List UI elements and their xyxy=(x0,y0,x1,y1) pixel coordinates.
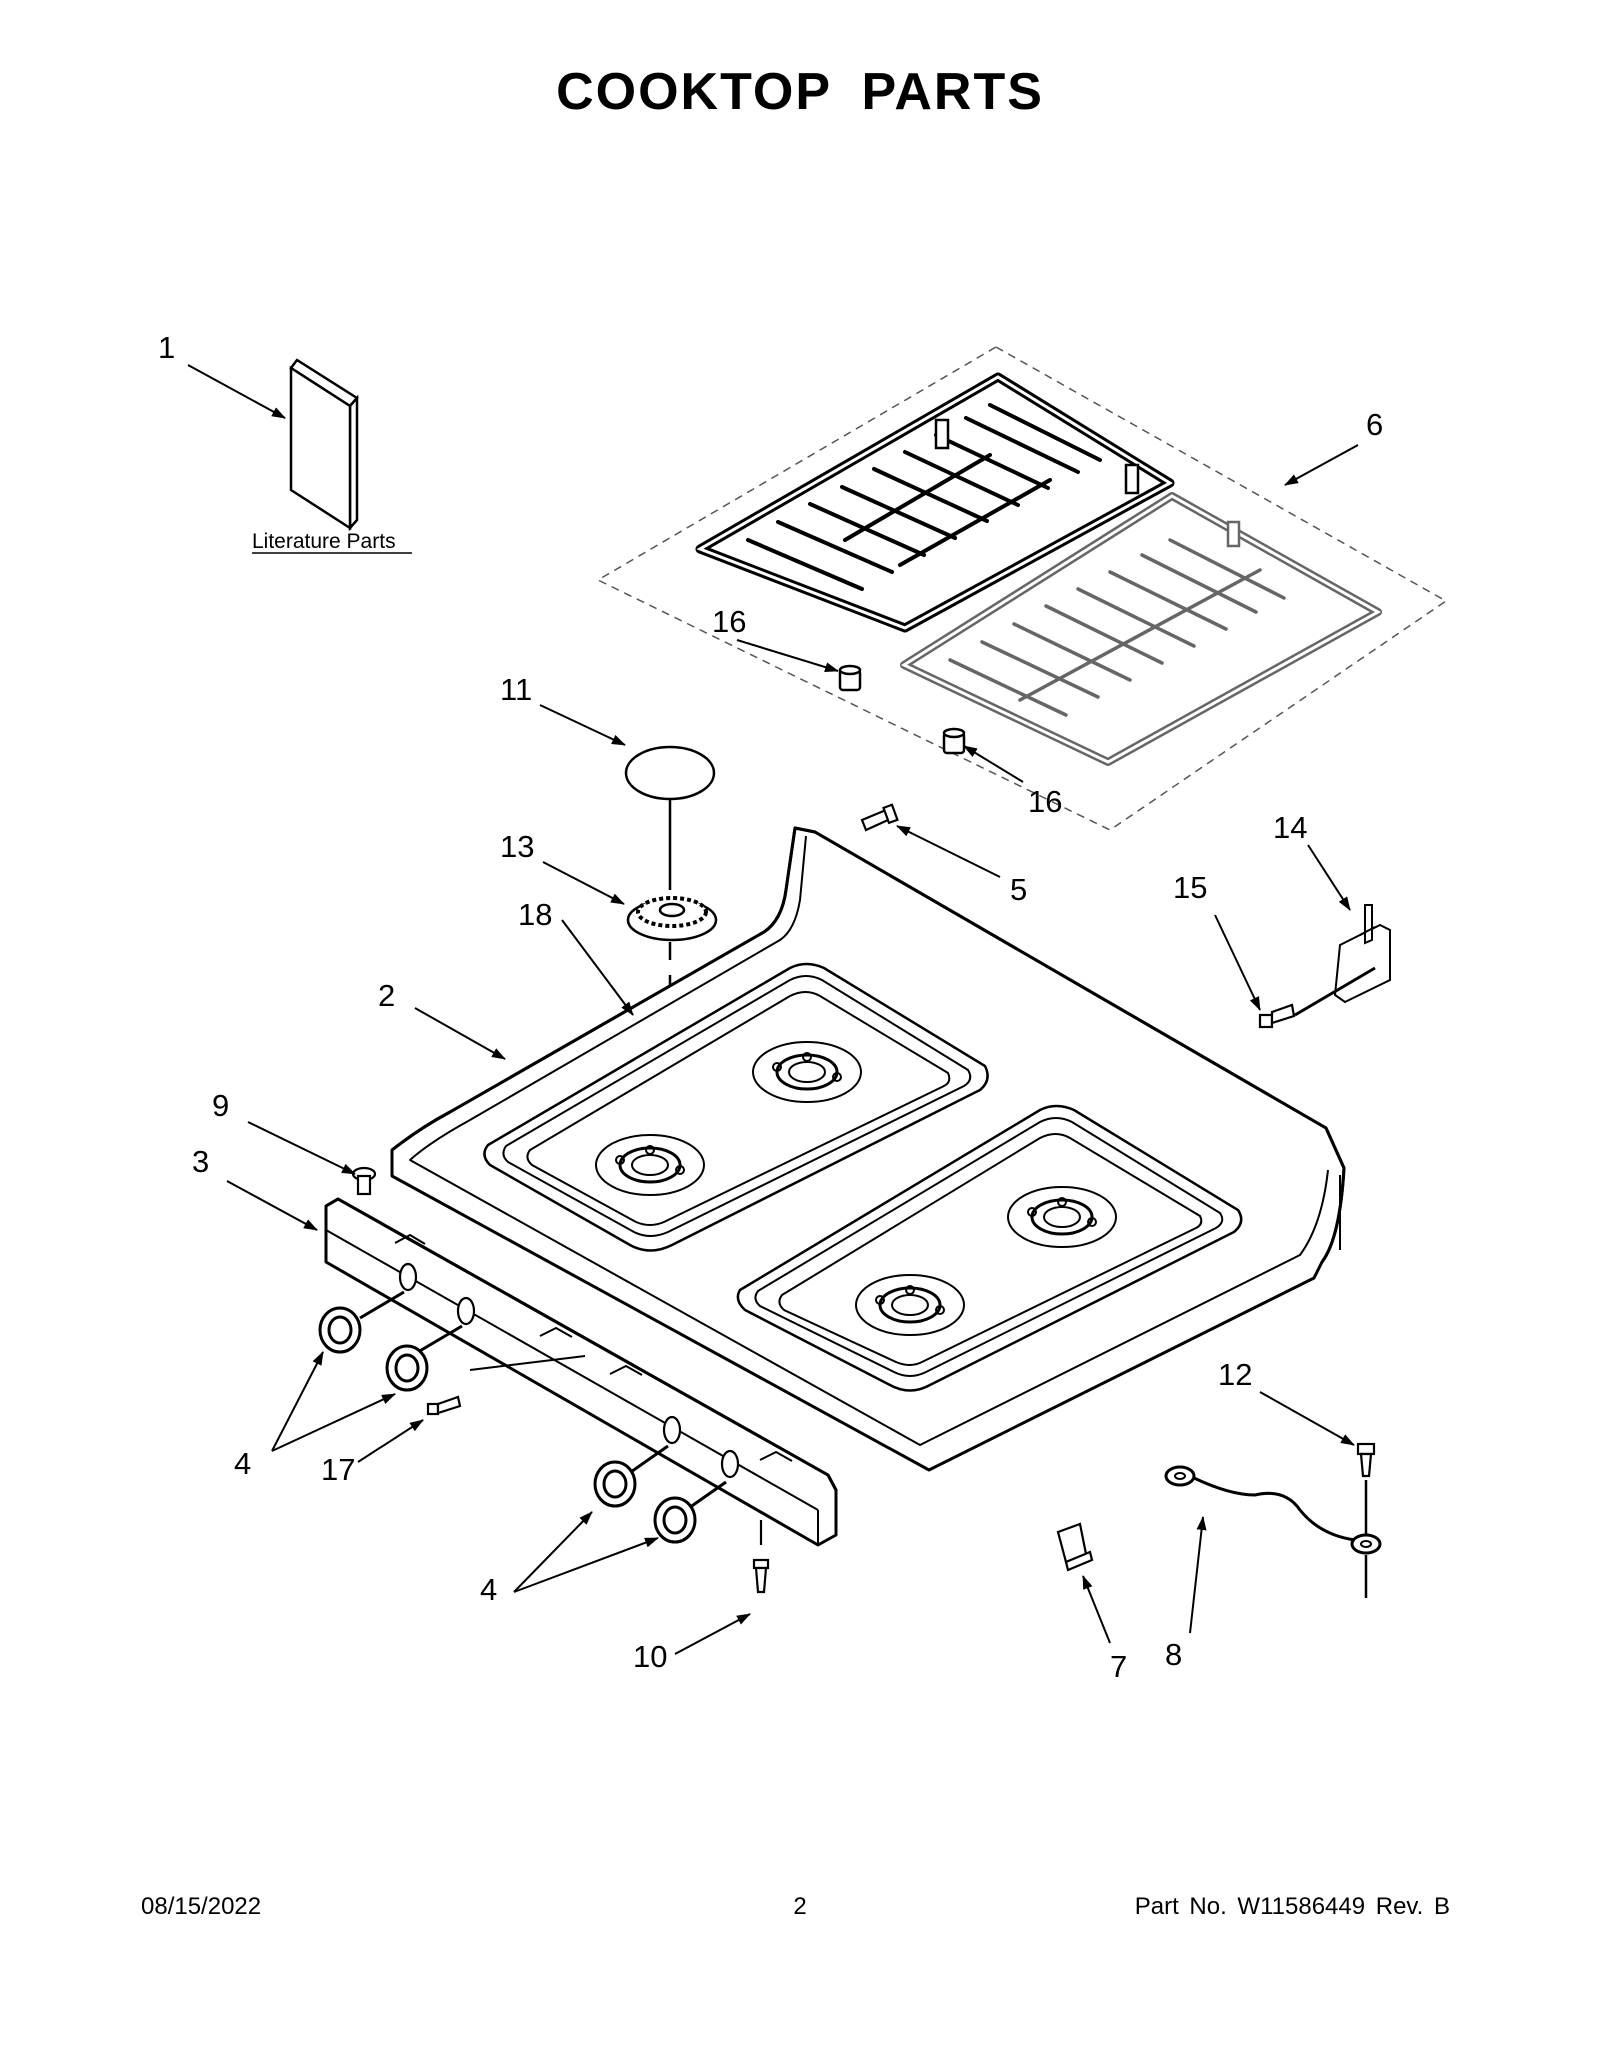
panel-screw-10 xyxy=(752,1520,770,1594)
footer-date: 08/15/2022 xyxy=(141,1893,262,1920)
callout-12: 12 xyxy=(1218,1357,1252,1392)
callout-8: 8 xyxy=(1165,1637,1182,1672)
callout-2: 2 xyxy=(378,978,395,1013)
front-burner-well xyxy=(736,1104,1243,1392)
valve-stems xyxy=(398,1262,740,1479)
grate-foot-1 xyxy=(838,664,862,692)
callout-6: 6 xyxy=(1366,407,1383,442)
footer-part-number: Part No. W11586449 Rev. B xyxy=(1134,1893,1450,1920)
callout-3: 3 xyxy=(192,1144,209,1179)
ground-screw-12 xyxy=(1356,1442,1376,1478)
bracket-wire xyxy=(1294,966,1376,1017)
callout-15: 15 xyxy=(1173,870,1207,905)
callout-14: 14 xyxy=(1273,810,1307,845)
callout-1: 1 xyxy=(158,330,175,365)
callout-9: 9 xyxy=(212,1088,229,1123)
left-grate xyxy=(695,372,1175,633)
panel-bracket-line xyxy=(469,1355,586,1371)
literature-parts-label: Literature Parts xyxy=(252,530,396,553)
literature-booklet xyxy=(289,358,359,532)
callout-16b: 16 xyxy=(1028,784,1062,819)
callout-7: 7 xyxy=(1110,1649,1127,1684)
burner-cap xyxy=(624,745,716,890)
front-right-burner xyxy=(1007,1186,1117,1248)
burner-base xyxy=(626,896,718,942)
ground-wire xyxy=(1164,1465,1382,1598)
panel-pin xyxy=(351,1166,377,1196)
callout-5: 5 xyxy=(1010,872,1027,907)
callout-4b: 4 xyxy=(480,1572,497,1607)
leader-arrows xyxy=(187,364,1359,1655)
bracket-screw-15 xyxy=(1258,1003,1296,1029)
callout-18: 18 xyxy=(518,897,552,932)
front-left-burner xyxy=(855,1274,965,1336)
footer-page-number: 2 xyxy=(793,1893,807,1920)
grate-foot-2 xyxy=(942,727,966,755)
callout-10: 10 xyxy=(633,1639,667,1674)
callout-11: 11 xyxy=(500,672,532,707)
rear-left-burner xyxy=(595,1134,705,1196)
page-title: COOKTOP PARTS xyxy=(556,63,1044,121)
cooktop xyxy=(390,826,1346,1472)
rear-right-burner xyxy=(752,1041,862,1103)
callout-16a: 16 xyxy=(712,604,746,639)
callout-4a: 4 xyxy=(234,1446,251,1481)
panel-screw-17 xyxy=(426,1395,462,1416)
right-grate xyxy=(900,492,1382,766)
callout-17: 17 xyxy=(321,1452,355,1487)
clip xyxy=(1056,1522,1094,1572)
cooktop-screw xyxy=(860,803,899,832)
callout-labels: 1 2 3 4 4 5 6 7 8 9 10 11 12 13 14 15 16… xyxy=(158,330,1383,1684)
callout-13: 13 xyxy=(500,829,534,864)
rear-burner-well xyxy=(483,962,989,1252)
control-knobs xyxy=(318,1290,727,1544)
